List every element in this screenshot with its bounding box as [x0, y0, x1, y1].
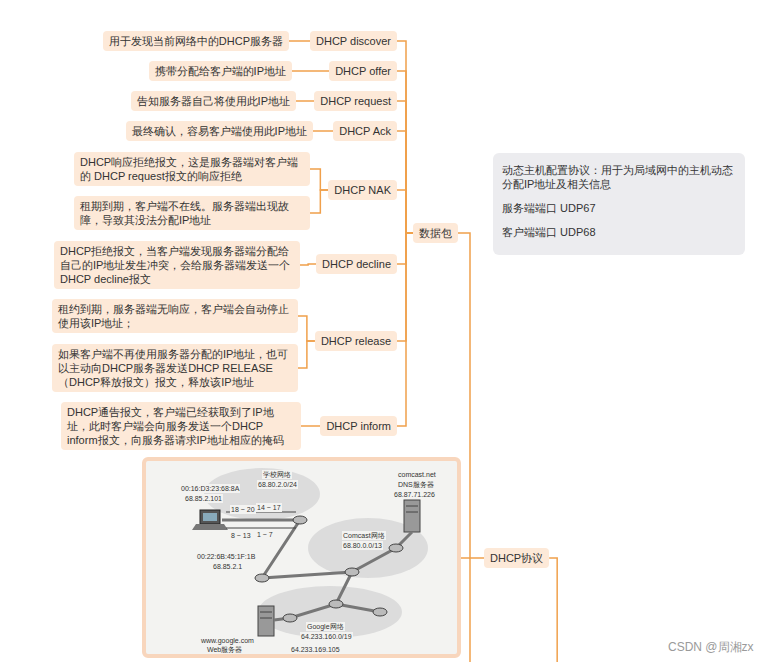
node-text: 告知服务器自己将使用此IP地址: [137, 94, 290, 108]
dns-server-icon: [404, 500, 420, 532]
step-range: 18 ~ 20: [230, 505, 256, 514]
node-text: DHCP通告报文，客户端已经获取到了IP地址，此时客户端会向服务发送一个DHCP…: [67, 405, 295, 447]
packet-description: 携带分配给客户端的IP地址: [149, 61, 292, 81]
step-range: 14 ~ 17: [256, 503, 282, 512]
branch-connector: [301, 425, 320, 427]
node-text: DHCP响应拒绝报文，这是服务器端对客户端的 DHCP request报文的响应…: [80, 155, 304, 183]
node-text: DHCP request: [320, 94, 391, 108]
branch-connector: [397, 233, 413, 264]
packet-name: DHCP NAK: [328, 180, 397, 200]
mac-label: 00:22:6B:45:1F:1B: [196, 552, 256, 561]
node-text: DHCP release: [321, 334, 391, 348]
branch-connector: [397, 233, 413, 341]
branch-connector: [397, 71, 413, 233]
node-text: 租约到期，服务器端无响应，客户端会自动停止使用该IP地址；: [58, 302, 292, 330]
node-text: DHCP NAK: [334, 183, 391, 197]
branch-connector: [397, 41, 413, 233]
host-label: comcast.net: [397, 470, 437, 479]
packet-name: DHCP decline: [316, 254, 397, 274]
packet-name: DHCP inform: [320, 416, 397, 436]
node-detail: 客户端端口 UDP68: [502, 225, 736, 239]
node-text: DHCP协议: [490, 551, 543, 565]
branch-connector: [310, 190, 328, 213]
note-box: 动态主机配置协议：用于为局域网中的主机动态分配IP地址及相关信息服务端端口 UD…: [493, 153, 745, 255]
node-text: DHCP decline: [322, 257, 391, 271]
step-range: 1 ~ 7: [256, 530, 274, 539]
node-text: DHCP拒绝报文，当客户端发现服务器端分配给自己的IP地址发生冲突，会给服务器端…: [60, 244, 294, 286]
ip-label: 68.85.2.1: [212, 562, 243, 571]
network-links: [222, 520, 412, 620]
branch-connector: [458, 233, 484, 558]
packet-description: 租约到期，服务器端无响应，客户端会自动停止使用该IP地址；: [52, 299, 298, 333]
packet-description: DHCP拒绝报文，当客户端发现服务器端分配给自己的IP地址发生冲突，会给服务器端…: [54, 241, 300, 289]
subnet-label: 64.233.160.0/19: [300, 632, 353, 641]
subnet-label: 68.80.2.0/24: [257, 480, 298, 489]
packet-description: DHCP通告报文，客户端已经获取到了IP地址，此时客户端会向服务发送一个DHCP…: [61, 402, 301, 450]
packet-name: DHCP offer: [329, 61, 397, 81]
packet-description: 告知服务器自己将使用此IP地址: [131, 91, 296, 111]
branch-connector: [300, 264, 316, 265]
ip-label: 68.87.71.226: [393, 490, 436, 499]
router-icons: [255, 516, 403, 622]
mac-label: 00:16:D3:23:68:8A: [180, 484, 240, 493]
branch-connector: [313, 130, 333, 132]
packet-description: 如果客户端不再使用服务器分配的IP地址，也可以主动向DHCP服务器发送DHCP …: [52, 344, 298, 392]
root-topic: DHCP协议: [484, 548, 549, 568]
branch-connector: [292, 70, 329, 72]
branch-topic: 数据包: [413, 223, 458, 243]
network-label: 学校网络: [262, 470, 292, 479]
watermark: CSDN @周湘zx: [668, 639, 754, 656]
ip-label: 64.233.169.105: [290, 645, 341, 654]
step-range: 8 ~ 13: [230, 531, 252, 540]
network-label: Comcast网络: [342, 531, 386, 540]
branch-connector: [298, 341, 315, 368]
host-label: www.google.com: [200, 636, 255, 645]
branch-connector: [310, 169, 328, 190]
branch-connector: [397, 190, 413, 233]
web-server-icon: [258, 606, 274, 636]
branch-connector: [298, 316, 315, 341]
node-text: DHCP inform: [326, 419, 391, 433]
packet-name: DHCP release: [315, 331, 397, 351]
node-text: 数据包: [419, 226, 452, 240]
branch-connector: [397, 101, 413, 233]
node-text: DHCP offer: [335, 64, 391, 78]
illustration-branch: [461, 557, 470, 559]
node-text: DHCP Ack: [339, 124, 391, 138]
node-text: 用于发现当前网络中的DHCP服务器: [109, 34, 283, 48]
message-arrows: [226, 512, 296, 528]
branch-connector: [397, 131, 413, 233]
packet-description: 最终确认，容易客户端使用此IP地址: [126, 121, 313, 141]
packet-description: 用于发现当前网络中的DHCP服务器: [103, 31, 289, 51]
node-text: 最终确认，容易客户端使用此IP地址: [132, 124, 307, 138]
illustration-frame: [144, 459, 459, 656]
packet-name: DHCP Ack: [333, 121, 397, 141]
server-label: Web服务器: [206, 645, 243, 654]
ip-label: 68.85.2.101: [184, 494, 223, 503]
packet-description: DHCP响应拒绝报文，这是服务器端对客户端的 DHCP request报文的响应…: [74, 152, 310, 186]
node-text: 动态主机配置协议：用于为局域网中的主机动态分配IP地址及相关信息: [502, 163, 736, 191]
packet-description: 租期到期，客户端不在线。服务器端出现故障，导致其没法分配IP地址: [74, 196, 310, 230]
node-text: 租期到期，客户端不在线。服务器端出现故障，导致其没法分配IP地址: [80, 199, 304, 227]
subnet-label: 68.80.0.0/13: [342, 541, 383, 550]
trunk-line: [469, 558, 471, 662]
google-network-cloud: [258, 586, 402, 638]
packet-name: DHCP request: [314, 91, 397, 111]
branch-connector: [397, 233, 413, 426]
node-text: 如果客户端不再使用服务器分配的IP地址，也可以主动向DHCP服务器发送DHCP …: [58, 347, 292, 389]
parent-branch: [549, 558, 557, 662]
node-detail: 服务端端口 UDP67: [502, 201, 736, 215]
server-label: DNS服务器: [397, 480, 435, 489]
node-text: 携带分配给客户端的IP地址: [155, 64, 286, 78]
branch-connector: [296, 100, 314, 102]
packet-name: DHCP discover: [310, 31, 397, 51]
node-text: DHCP discover: [316, 34, 391, 48]
branch-connector: [289, 40, 310, 42]
network-label: Google网络: [306, 622, 345, 631]
